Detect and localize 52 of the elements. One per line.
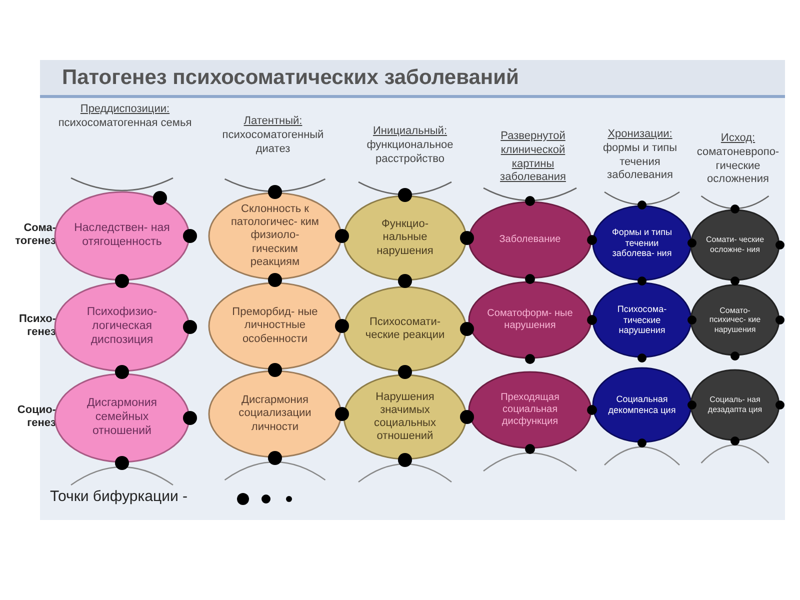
node-text: Соматоформ- ные нарушения (486, 308, 574, 332)
node-text: Сомато- психичес- кие нарушения (708, 306, 762, 334)
node-text: Склонность к патологичес- ким физиоло- гическим реакциям (230, 203, 320, 269)
ellipse-node (592, 205, 692, 281)
node-text: Социальная декомпенса ция (607, 394, 677, 416)
row-label: Социо- генез (16, 404, 56, 430)
ellipse-node (690, 209, 780, 281)
stage-heading: Хронизации: (606, 128, 674, 142)
stage-heading: Преддиспозиции: (79, 103, 171, 117)
title: Патогенез психосоматических заболеваний (62, 66, 519, 90)
row-label: Сома- тогенез (14, 222, 56, 248)
stage-heading: Развернутой клинической картины заболевания (499, 130, 567, 185)
ellipse-node (690, 284, 780, 356)
node-text: Психофизио- логическая диспозиция (86, 306, 158, 348)
ellipse-node (592, 367, 692, 443)
node-text: Нарушения значимых социальных отношений (373, 390, 437, 444)
ellipse-node (54, 373, 190, 463)
ellipse-node (208, 192, 342, 280)
stage-description: формы и типы течения заболевания (602, 142, 678, 183)
ellipse-node (343, 286, 467, 372)
row-label: Психо- генез (18, 313, 56, 340)
node-text: Формы и типы течении заболева- ния (610, 226, 674, 260)
ellipse-node (468, 281, 592, 359)
node-text: Дисгармония социализации личности (238, 394, 312, 434)
node-text: Психосома- тические нарушения (616, 304, 668, 336)
ellipse-node (54, 191, 190, 281)
ellipse-node (54, 282, 190, 372)
node-text: Преморбид- ные личностные особенности (231, 306, 319, 346)
ellipse-node (592, 282, 692, 358)
node-text: Преходящая социальная дисфункция (500, 392, 560, 428)
node-text: Заболевание (499, 234, 561, 246)
stage-heading: Латентный: (242, 115, 304, 129)
node-text: Социаль- ная дезадапта ция (706, 395, 764, 415)
node-text: Психосомати- ческие реакции (364, 316, 446, 342)
legend-text: Точки бифуркации - (50, 488, 188, 505)
stage-description: психосоматогенная семья (57, 116, 193, 130)
stage-description: психосоматогенный диатез (221, 128, 325, 156)
stage-description: функциональное расстройство (366, 138, 454, 166)
ellipse-node (343, 195, 467, 281)
node-text: Наследствен- ная отягощенность (73, 222, 171, 250)
ellipse-node (208, 370, 342, 458)
ellipse-node (208, 282, 342, 370)
node-text: Функцио- нальные нарушения (376, 218, 434, 258)
stage-heading: Исход: (720, 132, 756, 146)
ellipse-node (468, 371, 592, 449)
node-text: Дисгармония семейных отношений (86, 397, 158, 439)
ellipse-node (343, 374, 467, 460)
stage-heading: Инициальный: (372, 125, 448, 139)
node-text: Сомати- ческие осложне- ния (704, 235, 766, 255)
ellipse-node (690, 369, 780, 441)
ellipse-node (468, 201, 592, 279)
stage-description: соматоневропо- гические осложнения (696, 146, 780, 187)
